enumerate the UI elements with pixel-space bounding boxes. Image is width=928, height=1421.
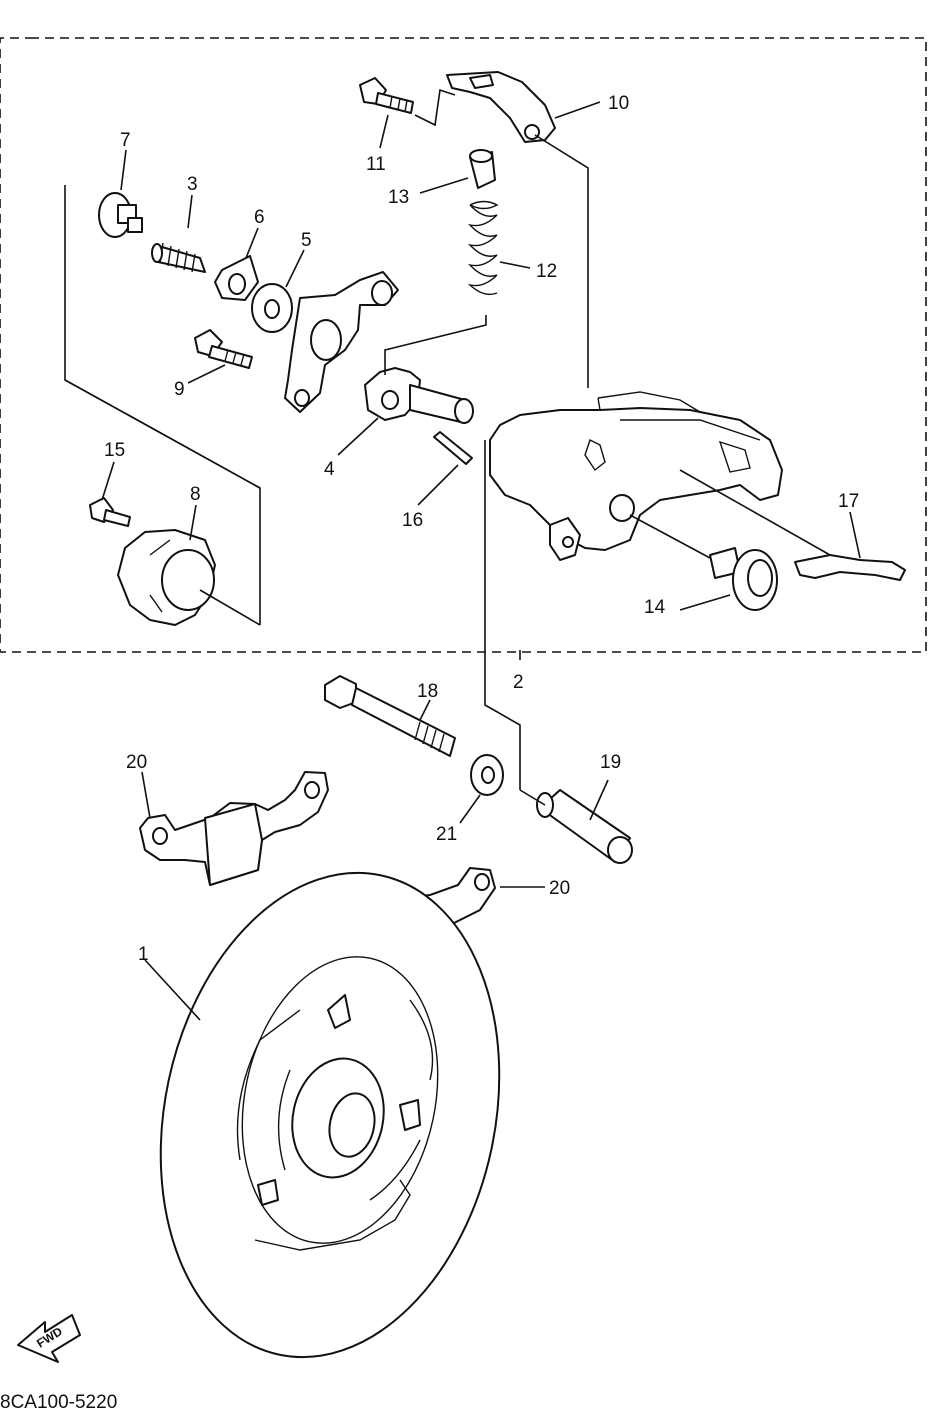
callout-6: 6 (254, 207, 265, 228)
part-5-washer (251, 283, 293, 333)
part-20-brake-pad-left (139, 771, 329, 886)
part-19-sleeve (536, 789, 633, 864)
fwd-arrow-icon: FWD (17, 1314, 81, 1363)
callout-4: 4 (324, 459, 335, 480)
callout-2: 2 (513, 672, 524, 693)
callout-13: 13 (388, 187, 409, 208)
diagram-code: 8CA100-5220 (0, 1392, 117, 1413)
part-16-pin (433, 431, 473, 465)
caliper-assembly-boundary (0, 37, 927, 653)
callout-21: 21 (436, 824, 457, 845)
part-9-bolt (194, 329, 253, 369)
callout-8: 8 (190, 484, 201, 505)
part-15-bolt (89, 497, 131, 527)
callout-3: 3 (187, 174, 198, 195)
part-3-adjust-bolt (151, 242, 206, 273)
part-2-caliper-body (489, 391, 783, 561)
callout-15: 15 (104, 440, 125, 461)
part-21-washer (470, 754, 504, 796)
part-caliper-body-upper (284, 271, 399, 413)
part-10-bracket (446, 71, 556, 143)
part-12-spring (467, 200, 499, 296)
callout-19: 19 (600, 752, 621, 773)
callout-11: 11 (366, 154, 386, 175)
part-4-lever-shaft (364, 367, 474, 424)
part-18-bolt (324, 675, 456, 757)
part-17-clip (794, 554, 906, 581)
callout-10: 10 (608, 93, 629, 114)
callout-16: 16 (402, 510, 423, 531)
callout-5: 5 (301, 230, 312, 251)
part-8-cover (117, 529, 216, 626)
callout-20-left: 20 (126, 752, 147, 773)
callout-14: 14 (644, 597, 666, 618)
callout-9: 9 (174, 379, 185, 400)
callout-7: 7 (120, 130, 131, 151)
part-7-cap (98, 192, 143, 238)
part-11-bolt (359, 77, 414, 114)
part-6-lock-washer (214, 255, 259, 301)
callout-1: 1 (138, 944, 149, 965)
part-14-pad-pin (709, 547, 778, 611)
callout-12: 12 (536, 261, 557, 282)
callout-20-right: 20 (549, 878, 570, 899)
part-13-nipple (469, 149, 496, 189)
callout-17: 17 (838, 491, 859, 512)
callout-18: 18 (417, 681, 438, 702)
part-1-brake-disc (159, 871, 501, 1359)
